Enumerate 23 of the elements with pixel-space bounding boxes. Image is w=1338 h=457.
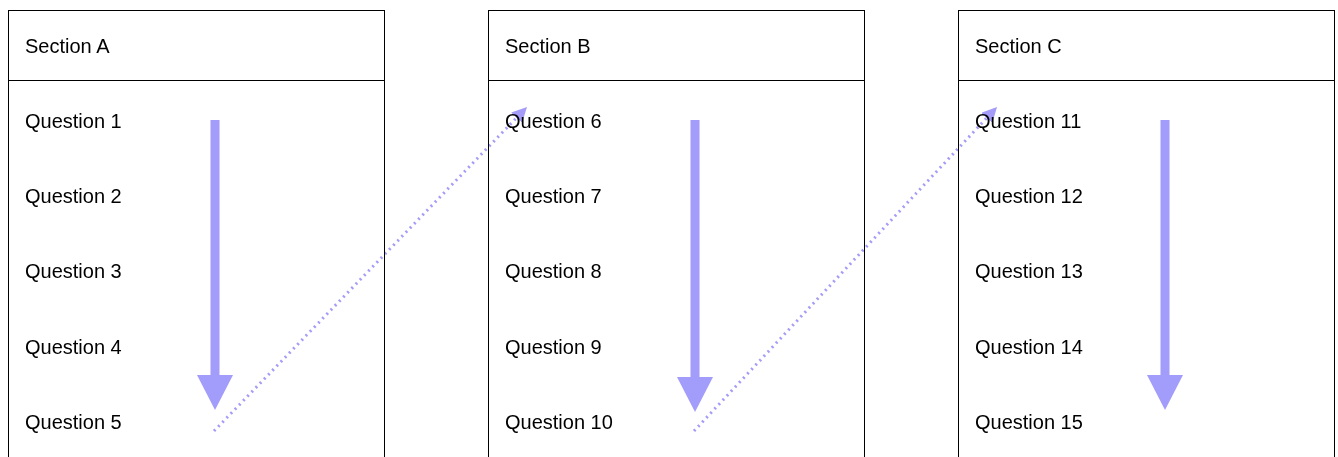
question-text: Question 14 bbox=[975, 335, 1165, 359]
section-header: Section C bbox=[959, 11, 1334, 81]
section-header: Section A bbox=[9, 11, 384, 81]
question-text: Question 13 bbox=[975, 259, 1165, 283]
section-panel bbox=[488, 10, 865, 457]
question-text: Question 12 bbox=[975, 184, 1165, 208]
question-text: Question 10 bbox=[505, 410, 695, 434]
section-panel bbox=[8, 10, 385, 457]
arrow bbox=[692, 106, 998, 433]
question-text: Question 2 bbox=[25, 184, 215, 208]
question-text: Question 9 bbox=[505, 335, 695, 359]
question-text: Question 11 bbox=[975, 109, 1165, 133]
question-text: Question 4 bbox=[25, 335, 215, 359]
question-text: Question 3 bbox=[25, 259, 215, 283]
question-text: Question 8 bbox=[505, 259, 695, 283]
question-text: Question 5 bbox=[25, 410, 215, 434]
question-text: Question 6 bbox=[505, 109, 695, 133]
section-header: Section B bbox=[489, 11, 864, 81]
arrow bbox=[212, 106, 528, 433]
section-panel bbox=[958, 10, 1335, 457]
question-text: Question 1 bbox=[25, 109, 215, 133]
question-text: Question 7 bbox=[505, 184, 695, 208]
question-text: Question 15 bbox=[975, 410, 1165, 434]
